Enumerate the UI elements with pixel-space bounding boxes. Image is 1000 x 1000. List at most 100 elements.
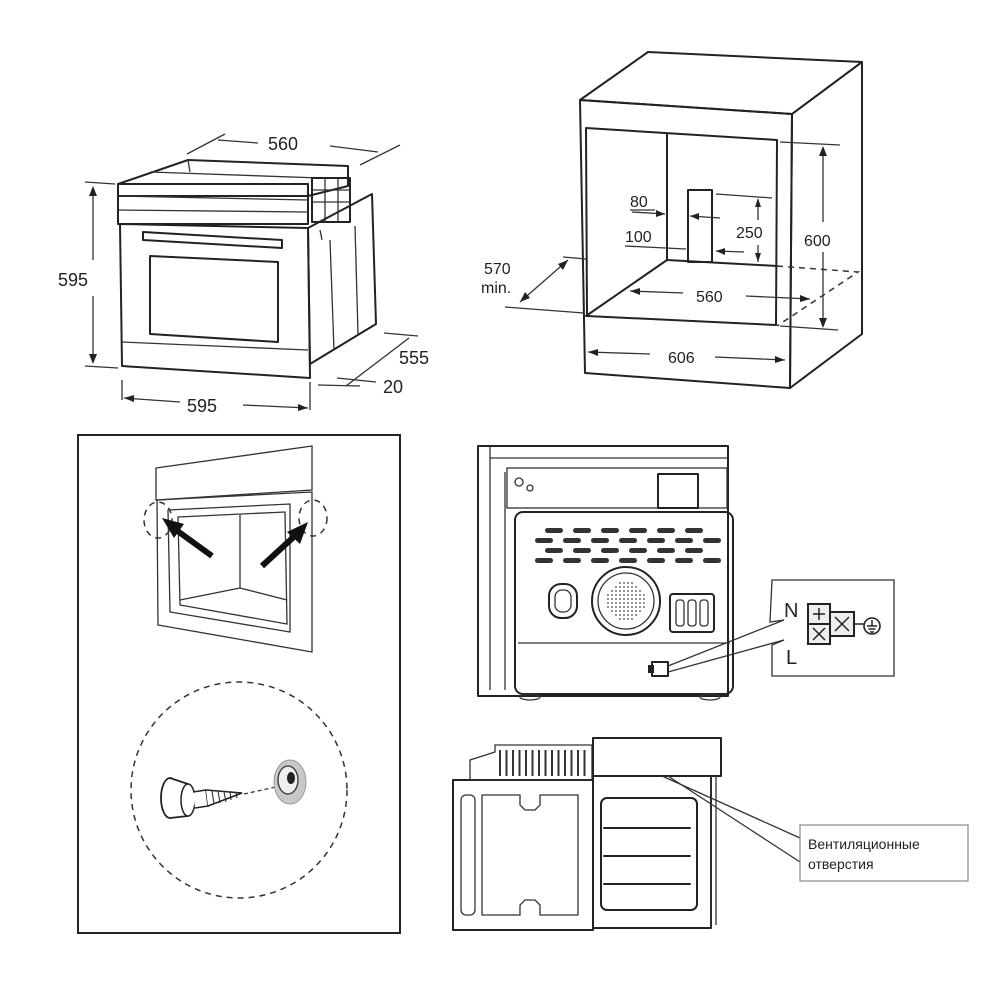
dim-595-height: 595 bbox=[58, 270, 88, 290]
control-panel-side bbox=[592, 737, 722, 777]
dim-570: 570 bbox=[484, 261, 511, 278]
oven-door-open bbox=[452, 779, 594, 931]
oven-rear-body bbox=[477, 445, 729, 697]
detail-circle bbox=[130, 681, 348, 899]
wiring-inset-frame bbox=[769, 579, 895, 677]
fan-hole bbox=[631, 598, 633, 600]
fan-hole bbox=[631, 586, 633, 588]
fan-hole bbox=[619, 594, 621, 596]
ventilation-figure: Вентиляционные отверстия bbox=[452, 737, 969, 931]
vent-slot bbox=[573, 528, 591, 533]
vent-slot bbox=[545, 528, 563, 533]
vent-slot bbox=[591, 558, 609, 563]
fan-hole bbox=[615, 590, 617, 592]
fan-hole bbox=[619, 614, 621, 616]
dim-560-top: 560 bbox=[268, 134, 298, 154]
arrow-left-head bbox=[162, 518, 184, 538]
fan-hole bbox=[623, 586, 625, 588]
fan-hole bbox=[627, 594, 629, 596]
fan-hole bbox=[619, 586, 621, 588]
screw-icon bbox=[160, 777, 243, 819]
vent-slot bbox=[601, 528, 619, 533]
fan-hole bbox=[619, 582, 621, 584]
fan-hole bbox=[627, 614, 629, 616]
oven-control-panel bbox=[117, 183, 309, 225]
fan-hole bbox=[619, 590, 621, 592]
fan-hole bbox=[619, 610, 621, 612]
terminal-label-l: L bbox=[786, 647, 797, 669]
fan-hole bbox=[627, 602, 629, 604]
dim-606: 606 bbox=[668, 350, 695, 367]
fan-hole bbox=[627, 598, 629, 600]
vent-slot bbox=[563, 558, 581, 563]
fan-hole bbox=[611, 602, 613, 604]
fan-hole bbox=[635, 606, 637, 608]
ventilation-callout-line2: отверстия bbox=[808, 856, 874, 872]
mounting-oven-frame bbox=[156, 491, 313, 653]
vent-slot bbox=[619, 538, 637, 543]
ventilation-callout-box bbox=[799, 824, 969, 882]
vent-slot bbox=[647, 558, 665, 563]
fan-hole bbox=[623, 602, 625, 604]
fan-hole bbox=[643, 594, 645, 596]
cabinet-top bbox=[579, 51, 863, 115]
fan-hole bbox=[627, 610, 629, 612]
fan-hole bbox=[631, 594, 633, 596]
fan-hole bbox=[623, 610, 625, 612]
oven-handle bbox=[142, 231, 283, 249]
terminal-label-n: N bbox=[784, 600, 798, 622]
fan-hole bbox=[607, 606, 609, 608]
ventilation-callout-line1: Вентиляционные bbox=[808, 836, 920, 852]
vent-slot bbox=[591, 538, 609, 543]
arrow-right bbox=[259, 530, 301, 569]
dim-555-depth: 555 bbox=[399, 348, 429, 368]
cabinet-side bbox=[789, 61, 863, 389]
fan-hole bbox=[631, 614, 633, 616]
fan-hole bbox=[639, 594, 641, 596]
fan-hole bbox=[615, 610, 617, 612]
fan-hole bbox=[627, 586, 629, 588]
fan-hole bbox=[631, 582, 633, 584]
oven-dimension-figure: 560 595 595 555 20 bbox=[58, 133, 429, 416]
fan-hole bbox=[619, 606, 621, 608]
arrow-right-head bbox=[287, 522, 308, 544]
fan-hole bbox=[607, 594, 609, 596]
dim-600: 600 bbox=[804, 233, 831, 250]
vent-slot bbox=[675, 558, 693, 563]
rear-vent-box bbox=[657, 473, 699, 509]
rear-oval-port bbox=[548, 583, 578, 619]
wiring-inset: N L bbox=[769, 579, 895, 677]
vent-slot bbox=[619, 558, 637, 563]
oven-window bbox=[149, 255, 279, 343]
fan-hole bbox=[643, 598, 645, 600]
fan-hole bbox=[639, 598, 641, 600]
arrow-left bbox=[170, 524, 214, 559]
fan-hole bbox=[639, 610, 641, 612]
dim-570-min: min. bbox=[481, 280, 511, 297]
fan-hole bbox=[623, 598, 625, 600]
fan-hole bbox=[631, 590, 633, 592]
fan-hole bbox=[619, 598, 621, 600]
fan-hole bbox=[627, 590, 629, 592]
screw-position-left bbox=[143, 501, 173, 539]
fan-hole bbox=[623, 582, 625, 584]
oven-rear-figure bbox=[477, 445, 785, 701]
rear-panel bbox=[514, 511, 734, 695]
vent-slot bbox=[535, 538, 553, 543]
fan-hole bbox=[615, 602, 617, 604]
mounting-figure bbox=[77, 434, 401, 934]
vent-grille bbox=[311, 177, 351, 223]
fan-hole bbox=[611, 598, 613, 600]
vent-slot bbox=[685, 548, 703, 553]
fan-hole bbox=[607, 602, 609, 604]
dim-595-width: 595 bbox=[187, 396, 217, 416]
vent-slot bbox=[563, 538, 581, 543]
fan-hole bbox=[615, 614, 617, 616]
fan-hole bbox=[611, 610, 613, 612]
dim-100: 100 bbox=[625, 229, 652, 246]
fan-hole bbox=[639, 590, 641, 592]
vent-slot bbox=[545, 548, 563, 553]
fan-hole bbox=[611, 606, 613, 608]
vent-slot bbox=[657, 528, 675, 533]
